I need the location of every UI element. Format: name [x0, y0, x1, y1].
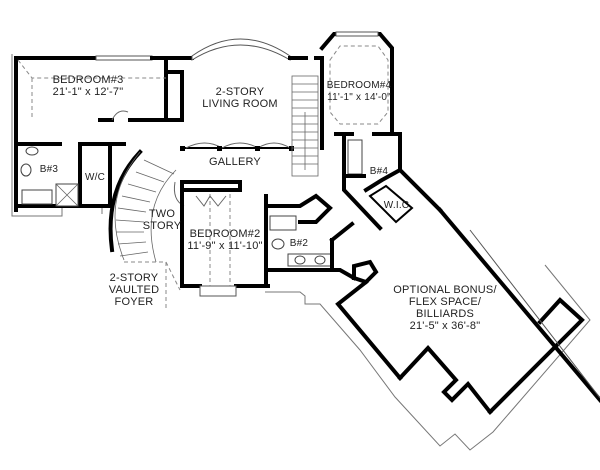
bonus-room-line3: BILLIARDS: [415, 308, 475, 320]
bonus-room-label: OPTIONAL BONUS/ FLEX SPACE/ BILLIARDS 21…: [380, 284, 510, 332]
bedroom-2-label: BEDROOM#2 11'-9" x 11'-10": [182, 228, 268, 252]
bedroom-3-label: BEDROOM#3 21'-1" x 12'-7": [28, 74, 148, 98]
two-story-label: TWO STORY: [140, 208, 184, 232]
curved-stair: [108, 149, 185, 263]
bath-2-label: B#2: [289, 238, 309, 249]
wic-4-label: W.I.C.: [383, 200, 413, 211]
bonus-room-dimensions: 21'-5" x 36'-8": [409, 320, 481, 332]
two-story-line2: STORY: [142, 220, 182, 232]
bedroom-4-name: BEDROOM#4: [326, 80, 392, 91]
wic-label: W/C: [84, 172, 106, 183]
bedroom-3-dimensions: 21'-1" x 12'-7": [52, 86, 124, 98]
bath-3-label: B#3: [39, 164, 59, 175]
straight-stair: [291, 75, 319, 177]
bedroom-3-walls: [14, 55, 184, 212]
two-story-line1: TWO: [148, 208, 176, 220]
foyer-line3: FOYER: [114, 296, 154, 308]
living-room-label: 2-STORY LIVING ROOM: [190, 86, 290, 110]
bath-4-walls: [342, 132, 600, 403]
bonus-room-walls: [335, 229, 600, 415]
bedroom-2-dimensions: 11'-9" x 11'-10": [187, 240, 263, 252]
living-room-walls: [178, 38, 324, 151]
foyer-label: 2-STORY VAULTED FOYER: [104, 272, 164, 308]
living-room-line2: LIVING ROOM: [202, 98, 278, 110]
bedroom-3-name: BEDROOM#3: [52, 74, 124, 86]
bedroom-4-label: BEDROOM#4 11'-1" x 14'-0": [322, 80, 396, 104]
foyer-line2: VAULTED: [108, 284, 160, 296]
bonus-room-line2: FLEX SPACE/: [408, 296, 482, 308]
bonus-room-line1: OPTIONAL BONUS/: [393, 284, 497, 296]
foyer-outline: [124, 261, 181, 310]
bath-2-walls: [264, 193, 357, 281]
foyer-line1: 2-STORY: [109, 272, 159, 284]
gallery-label: GALLERY: [209, 156, 261, 168]
living-room-line1: 2-STORY: [215, 86, 265, 98]
bedroom-2-name: BEDROOM#2: [189, 228, 261, 240]
bath-4-label: B#4: [369, 166, 389, 177]
bedroom-4-dimensions: 11'-1" x 14'-0": [327, 92, 391, 103]
bath-3-walls: [14, 142, 126, 208]
